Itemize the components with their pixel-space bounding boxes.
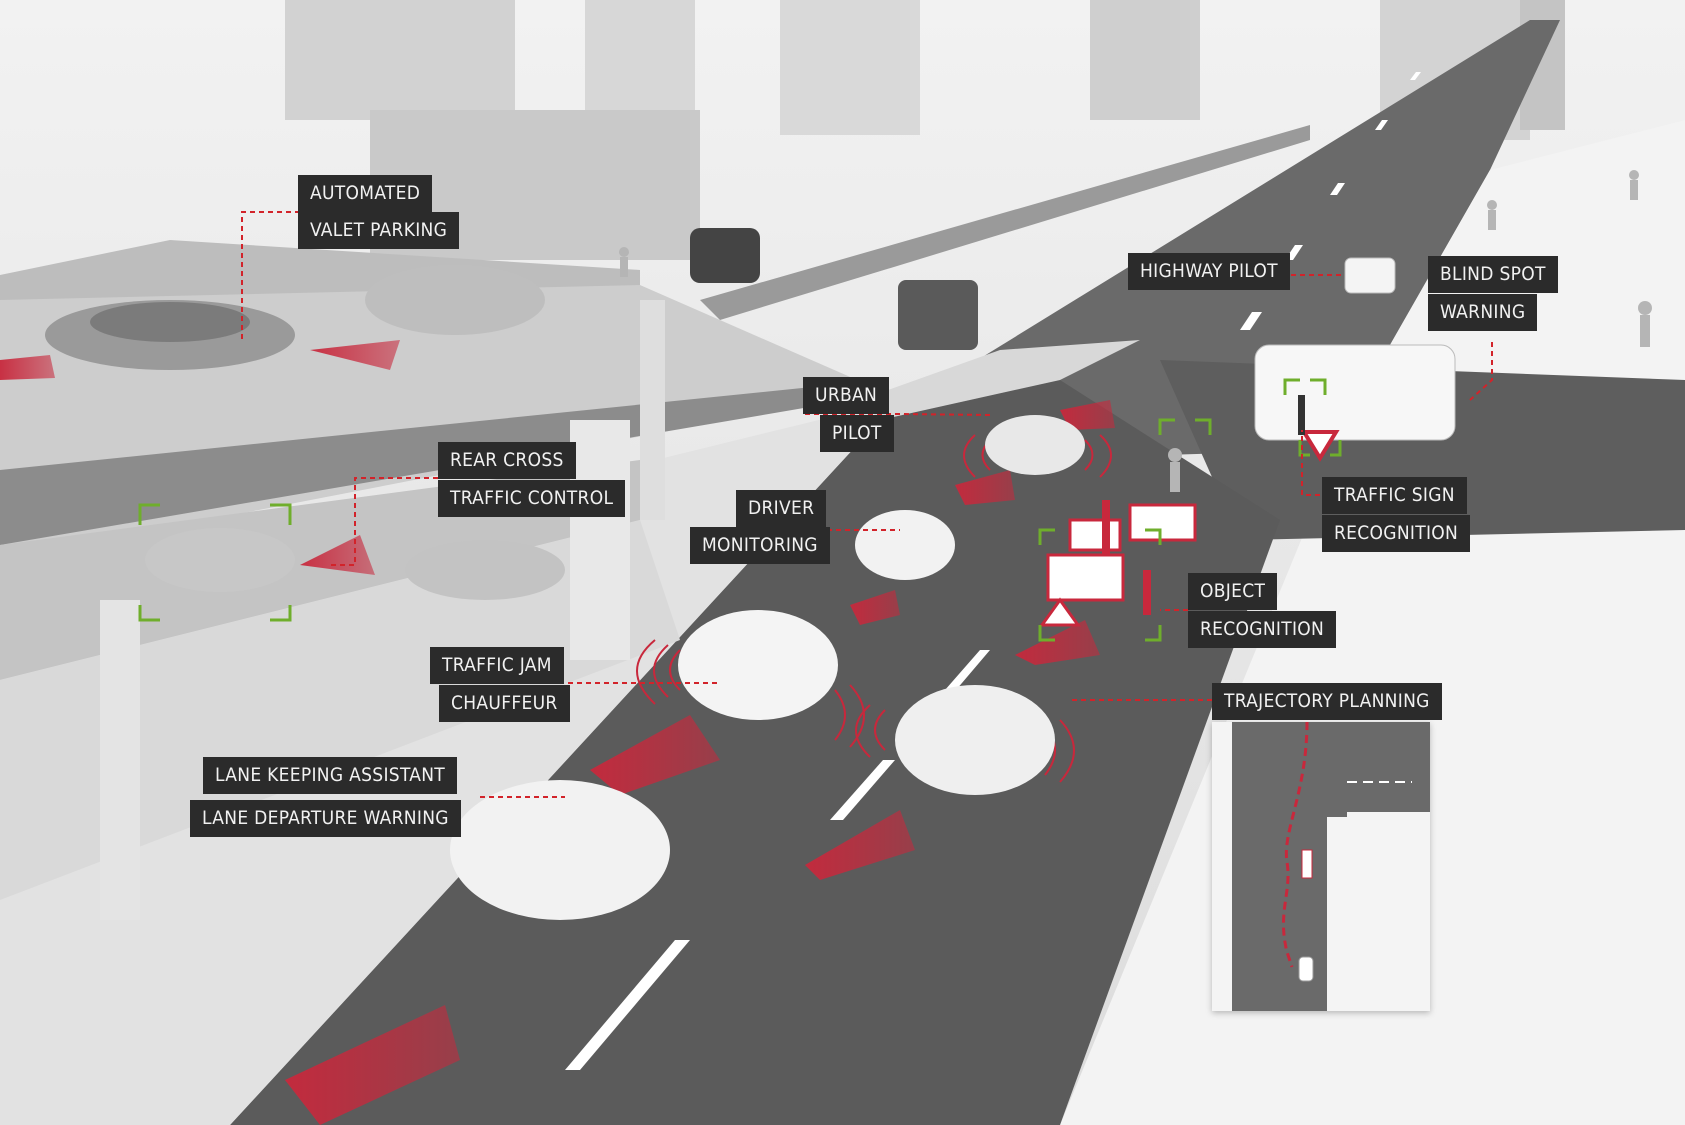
lane-markings bbox=[565, 72, 1421, 1070]
leader-lines bbox=[241, 211, 1493, 798]
trajectory-map-drawing bbox=[1212, 722, 1430, 1011]
yield-sign-icon bbox=[1300, 430, 1340, 462]
label-blind-spot-1: BLIND SPOT bbox=[1428, 256, 1558, 293]
label-object-recognition-2: RECOGNITION bbox=[1188, 611, 1337, 648]
sensor-arcs bbox=[636, 434, 1112, 783]
label-rear-cross-1: REAR CROSS bbox=[438, 442, 576, 479]
far-street bbox=[700, 125, 1310, 320]
label-driver-monitoring-2: MONITORING bbox=[690, 527, 830, 564]
label-lane-departure: LANE DEPARTURE WARNING bbox=[190, 800, 461, 837]
label-traffic-jam-2: CHAUFFEUR bbox=[439, 685, 570, 722]
vehicles bbox=[45, 228, 1456, 920]
label-trajectory-planning: TRAJECTORY PLANNING bbox=[1212, 683, 1442, 720]
label-traffic-jam-1: TRAFFIC JAM bbox=[430, 647, 564, 684]
label-driver-monitoring-1: DRIVER bbox=[736, 490, 827, 527]
main-road bbox=[230, 380, 1280, 1125]
label-object-recognition-1: OBJECT bbox=[1188, 573, 1278, 610]
detection-brackets bbox=[138, 378, 1342, 642]
construction-barriers bbox=[1039, 500, 1197, 627]
label-traffic-sign-1: TRAFFIC SIGN bbox=[1322, 477, 1467, 514]
trajectory-planning-map bbox=[1212, 722, 1430, 1011]
label-rear-cross-2: TRAFFIC CONTROL bbox=[438, 480, 626, 517]
traffic-light-icon bbox=[1298, 395, 1305, 435]
label-highway-pilot: HIGHWAY PILOT bbox=[1128, 253, 1290, 290]
label-lane-keeping: LANE KEEPING ASSISTANT bbox=[203, 757, 458, 794]
label-blind-spot-2: WARNING bbox=[1428, 294, 1538, 331]
label-automated-valet-2: VALET PARKING bbox=[298, 212, 460, 249]
pedestrians bbox=[619, 170, 1652, 492]
sensor-fields bbox=[0, 340, 1115, 1125]
label-urban-pilot-2: PILOT bbox=[820, 415, 894, 452]
label-automated-valet-1: AUTOMATED bbox=[298, 175, 433, 212]
buildings bbox=[285, 0, 1565, 260]
label-urban-pilot-1: URBAN bbox=[803, 377, 890, 414]
label-traffic-sign-2: RECOGNITION bbox=[1322, 515, 1471, 552]
